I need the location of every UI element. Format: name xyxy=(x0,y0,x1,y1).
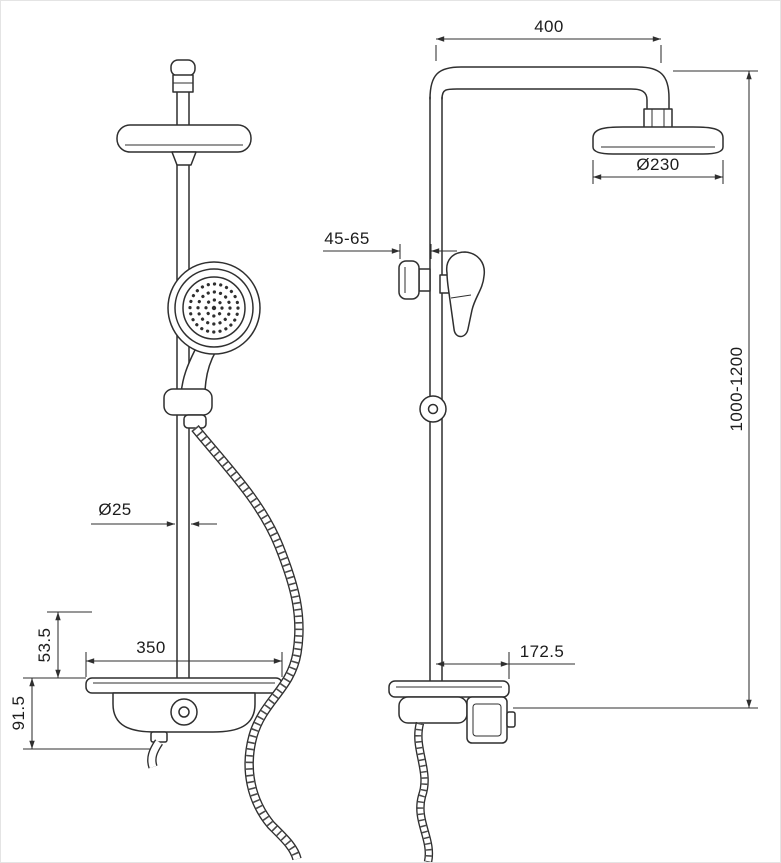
overhead-shower-joint-front xyxy=(171,151,197,166)
front-pipe-top-cap xyxy=(170,59,196,77)
dim-label-head-diameter: Ø230 xyxy=(636,155,679,174)
dim-column-height: 1000-1200 xyxy=(513,70,758,709)
mixer-outlet-front xyxy=(150,731,168,743)
hose-side-ribs xyxy=(415,722,432,862)
slider-knob-center xyxy=(427,403,439,415)
dim-head-diameter: Ø230 xyxy=(592,155,724,184)
dim-label-upper-offset: 53.5 xyxy=(35,628,54,663)
hand-shower-ring-front xyxy=(174,268,254,348)
dim-label-lower-offset: 91.5 xyxy=(9,696,28,731)
head-connector-nut xyxy=(643,108,673,130)
dim-label-shelf-width: 350 xyxy=(136,638,166,657)
shelf-front xyxy=(85,677,283,694)
arm-inner-contour xyxy=(441,88,648,110)
mixer-outlet-hose-fill xyxy=(148,740,162,769)
hand-shower-center-nozzle xyxy=(211,305,217,311)
dim-label-wall-distance: 45-65 xyxy=(324,229,369,248)
mixer-valve-inner xyxy=(472,703,502,737)
shelf-side xyxy=(388,680,510,698)
side-hand-shower xyxy=(439,251,486,338)
front-shelf-mixer xyxy=(85,677,283,769)
hand-shower-body-side xyxy=(445,251,486,338)
front-hose xyxy=(191,424,304,861)
side-wall-bracket xyxy=(398,260,431,300)
front-slider-holder xyxy=(163,388,213,429)
hand-shower-faceplate-front xyxy=(182,276,246,340)
dim-pipe-diameter: Ø25 xyxy=(91,500,217,527)
arm-outer-contour xyxy=(429,66,670,110)
dim-lower-offset: 91.5 xyxy=(9,677,151,750)
mixer-knob-front xyxy=(170,698,198,726)
hand-shower-nozzles-outer xyxy=(188,282,240,334)
hose-connector-front xyxy=(183,414,207,429)
mixer-body-side xyxy=(398,696,468,724)
mixer-handle-side xyxy=(506,711,516,728)
front-hand-shower xyxy=(167,261,261,402)
wall-bracket-plate xyxy=(398,260,420,300)
shower-hose-fill xyxy=(192,425,303,861)
overhead-shower-disc-side xyxy=(592,126,724,155)
front-pipe xyxy=(170,59,196,683)
dim-label-pipe-diameter: Ø25 xyxy=(98,500,131,519)
dim-label-arm-length: 400 xyxy=(534,17,564,36)
dim-label-shelf-depth: 172.5 xyxy=(520,642,565,661)
wall-bracket-arm xyxy=(418,268,431,292)
hand-shower-neck-line xyxy=(450,294,472,299)
side-slider-knob xyxy=(419,395,447,423)
side-overhead-shower xyxy=(592,126,724,155)
overhead-shower-disc-front xyxy=(116,124,252,153)
dim-wall-distance: 45-65 xyxy=(323,229,457,259)
dim-shelf-depth: 172.5 xyxy=(436,642,575,679)
shower-hose-ribs xyxy=(192,425,303,861)
hand-shower-nozzles-inner xyxy=(204,298,224,318)
dim-shelf-width: 350 xyxy=(85,638,283,677)
side-shelf-mixer xyxy=(388,680,516,862)
slider-knob-side xyxy=(419,395,447,423)
mixer-knob-center xyxy=(178,706,190,718)
slider-holder-front xyxy=(163,388,213,416)
hand-shower-nozzles-middle xyxy=(196,290,232,326)
dim-upper-offset: 53.5 xyxy=(35,611,92,678)
dim-label-column-height: 1000-1200 xyxy=(727,347,746,432)
dim-arm-length: 400 xyxy=(435,17,662,63)
side-top-arm xyxy=(429,66,673,130)
side-pipe xyxy=(429,96,443,682)
side-view: 400 Ø230 45-65 172.5 1000-1200 xyxy=(323,17,758,862)
front-overhead-shower xyxy=(116,124,252,166)
front-view: Ø25 350 53.5 91.5 xyxy=(9,59,304,861)
